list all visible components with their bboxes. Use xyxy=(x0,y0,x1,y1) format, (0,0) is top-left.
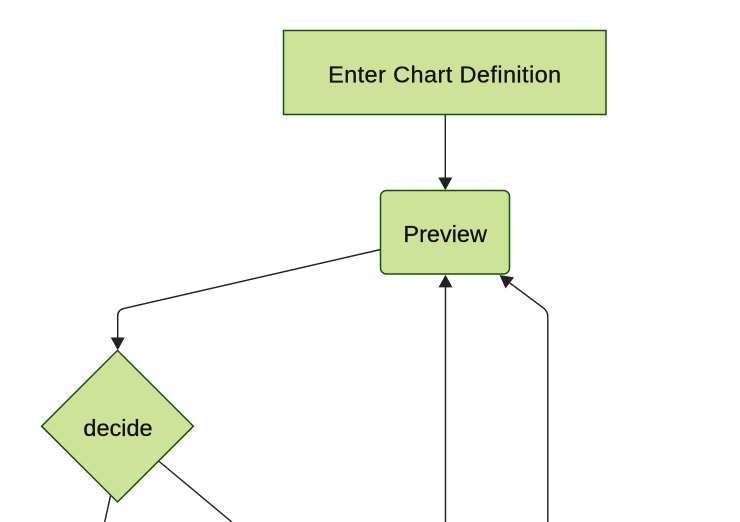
svg-text:Preview: Preview xyxy=(403,221,488,247)
svg-text:decide: decide xyxy=(83,415,152,441)
svg-text:Enter Chart Definition: Enter Chart Definition xyxy=(328,61,561,87)
